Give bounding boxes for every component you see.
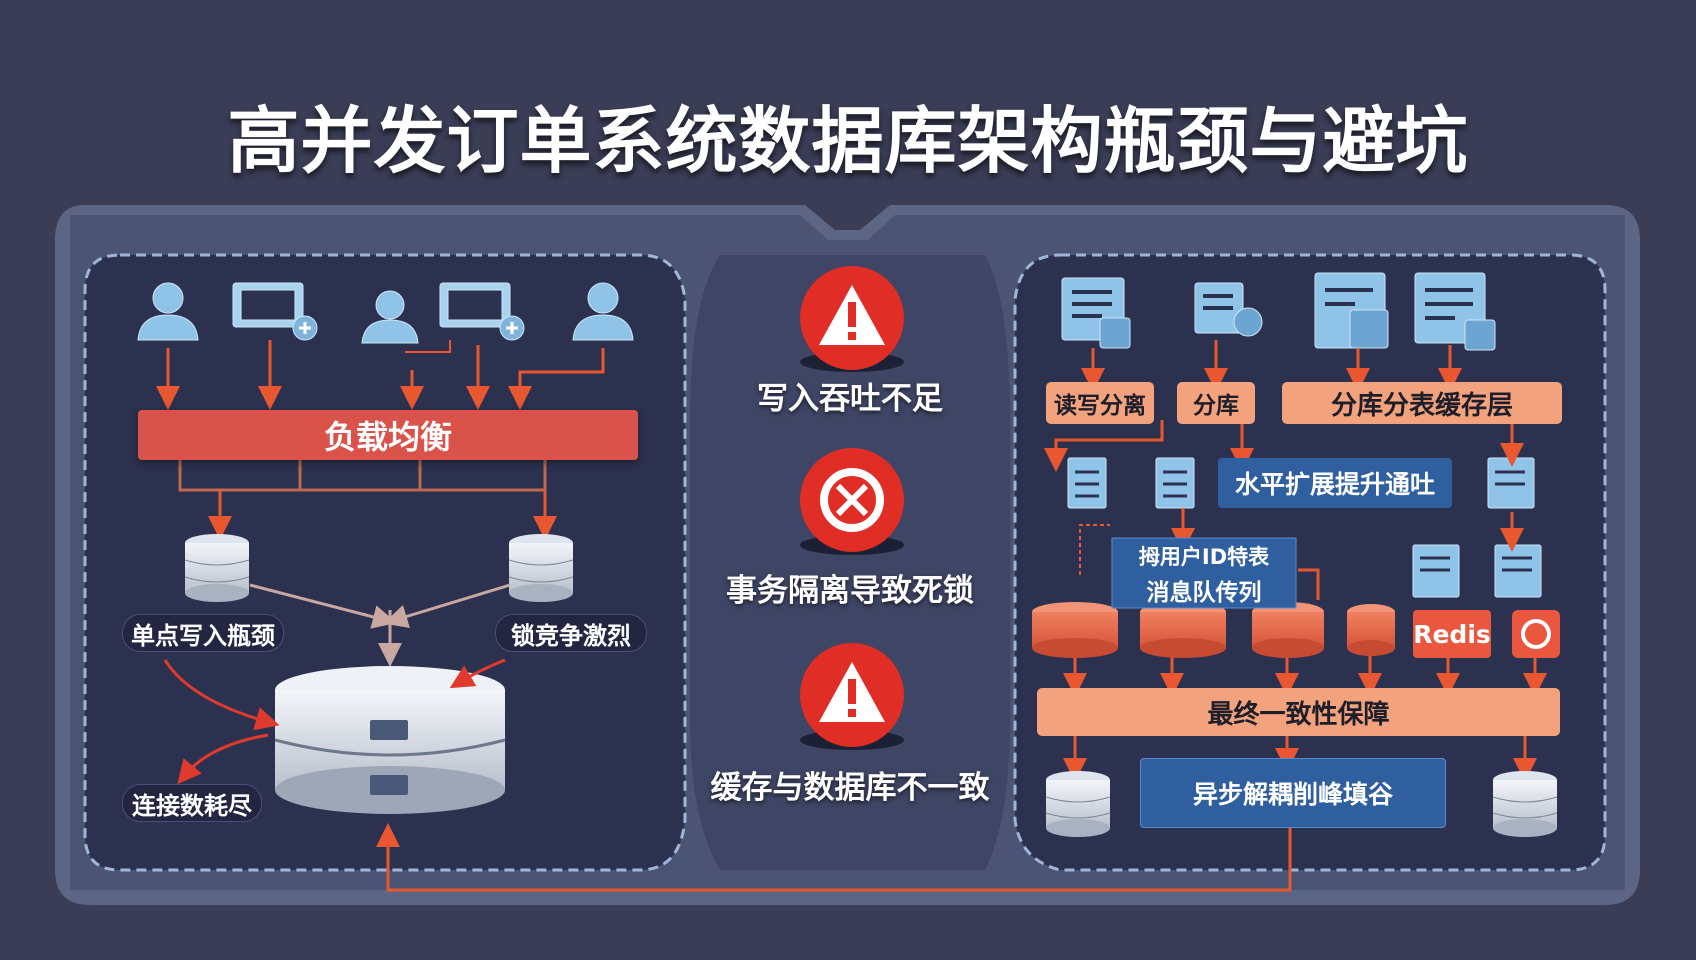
monitor-add-icon bbox=[232, 282, 318, 341]
document-icon bbox=[1061, 277, 1131, 349]
document-icon bbox=[1067, 457, 1107, 509]
db-cylinder-icon bbox=[1045, 771, 1111, 837]
shard-db-icon bbox=[1032, 602, 1118, 658]
shard-db-icon bbox=[1140, 602, 1226, 658]
pain-point-connections: 连接数耗尽 bbox=[122, 784, 262, 822]
document-icon bbox=[1155, 457, 1195, 509]
mq-line-1: 拇用户ID特表 bbox=[1138, 544, 1270, 569]
document-icon bbox=[1487, 457, 1535, 509]
warning-deadlock: 事务隔离导致死锁 bbox=[726, 573, 974, 609]
redis-box bbox=[1413, 610, 1491, 658]
pain-point-lock-contention: 锁竞争激烈 bbox=[495, 614, 647, 652]
warning-triangle-icon bbox=[800, 266, 904, 372]
document-icon bbox=[1412, 544, 1460, 598]
horizontal-scaling-label: 水平扩展提升通吐 bbox=[1218, 458, 1452, 508]
db-cylinder-icon bbox=[1492, 771, 1558, 837]
document-icon bbox=[1194, 282, 1263, 337]
document-icon bbox=[1414, 272, 1496, 351]
db-cylinder-icon bbox=[184, 534, 250, 602]
warning-write-throughput: 写入吞吐不足 bbox=[757, 381, 943, 417]
eventual-consistency-bar: 最终一致性保障 bbox=[1037, 688, 1560, 736]
warning-cache-inconsistency: 缓存与数据库不一致 bbox=[710, 770, 990, 806]
user-icon bbox=[137, 282, 199, 341]
pain-point-single-write: 单点写入瓶颈 bbox=[122, 614, 284, 652]
middle-panel bbox=[690, 255, 1010, 870]
async-decoupling-box: 异步解耦削峰填谷 bbox=[1140, 758, 1446, 828]
redis-label: Redis bbox=[1413, 619, 1491, 649]
page-title: 高并发订单系统数据库架构瓶颈与避坑 bbox=[227, 99, 1469, 183]
left-panel bbox=[83, 253, 687, 872]
load-balancer-bar: 负载均衡 bbox=[138, 410, 638, 460]
user-icon bbox=[361, 290, 419, 344]
rw-split-label: 读写分离 bbox=[1046, 382, 1154, 424]
mq-line-2: 消息队传列 bbox=[1146, 579, 1262, 606]
shard-cache-layer-label: 分库分表缓存层 bbox=[1282, 382, 1562, 424]
document-icon bbox=[1494, 544, 1542, 598]
shard-db-icon bbox=[1252, 602, 1324, 658]
warning-triangle-icon bbox=[800, 643, 904, 750]
sharding-label: 分库 bbox=[1177, 382, 1255, 424]
cache-node-icon bbox=[1512, 610, 1560, 658]
db-cylinder-icon bbox=[508, 534, 574, 602]
document-icon bbox=[1314, 272, 1389, 349]
deadlock-icon bbox=[800, 448, 904, 555]
monitor-add-icon bbox=[439, 282, 525, 341]
main-database-icon bbox=[274, 666, 506, 814]
user-icon bbox=[572, 282, 634, 341]
shard-db-icon bbox=[1347, 604, 1395, 656]
